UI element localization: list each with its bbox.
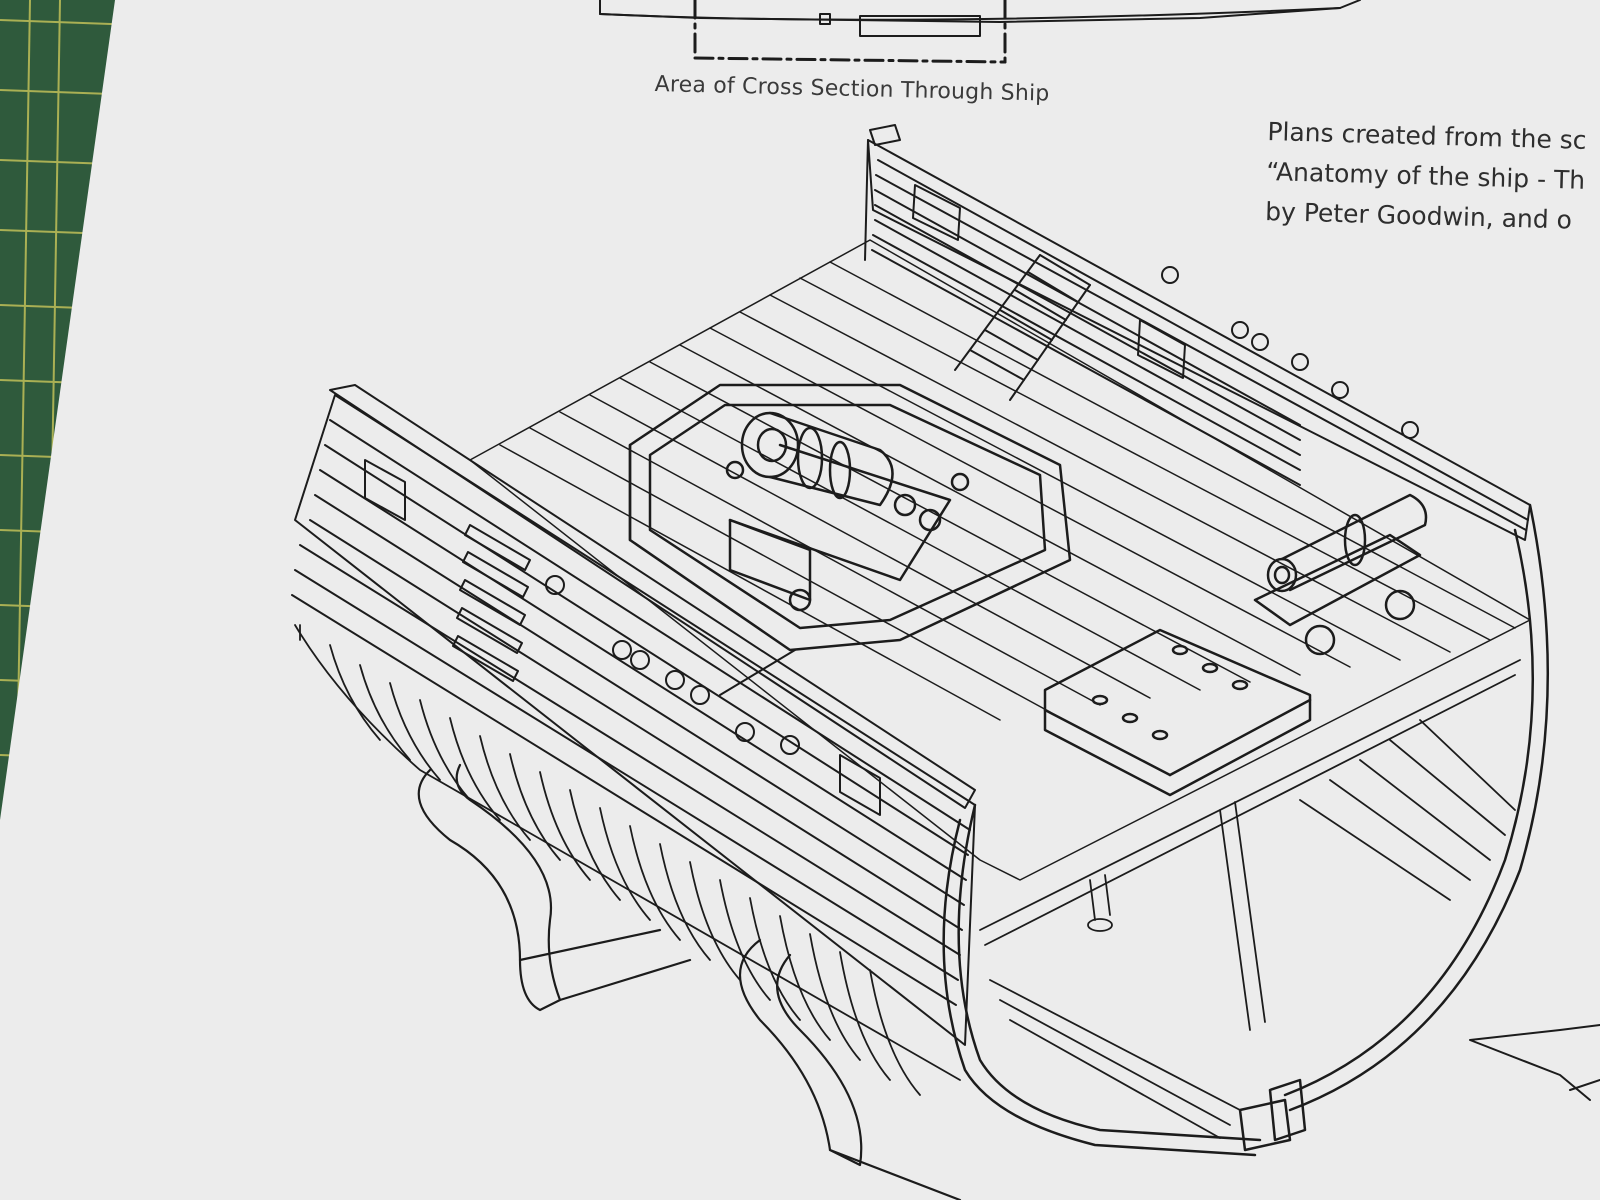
hatch-coaming: [628, 383, 1072, 652]
plan-credits: Plans created from the sc “Anatomy of th…: [1265, 112, 1587, 241]
front-bulwark: [291, 384, 976, 1046]
right-hull-curve: [942, 503, 1550, 1157]
secondary-cannon: [1253, 493, 1428, 656]
cross-section-area-marker: [693, 0, 1007, 64]
deck-planking: [469, 239, 1531, 881]
rear-bulwark: [864, 124, 1531, 541]
ladder: [954, 254, 1091, 401]
star-fragment: [1469, 1024, 1600, 1101]
keel-ribbons: [417, 763, 962, 1200]
lower-deck: [979, 659, 1521, 1139]
hull-frames: [294, 624, 961, 1096]
hatch-grating: [1043, 628, 1312, 797]
main-cannon: [725, 411, 970, 612]
hull-profile-fragment: [599, 0, 1361, 37]
